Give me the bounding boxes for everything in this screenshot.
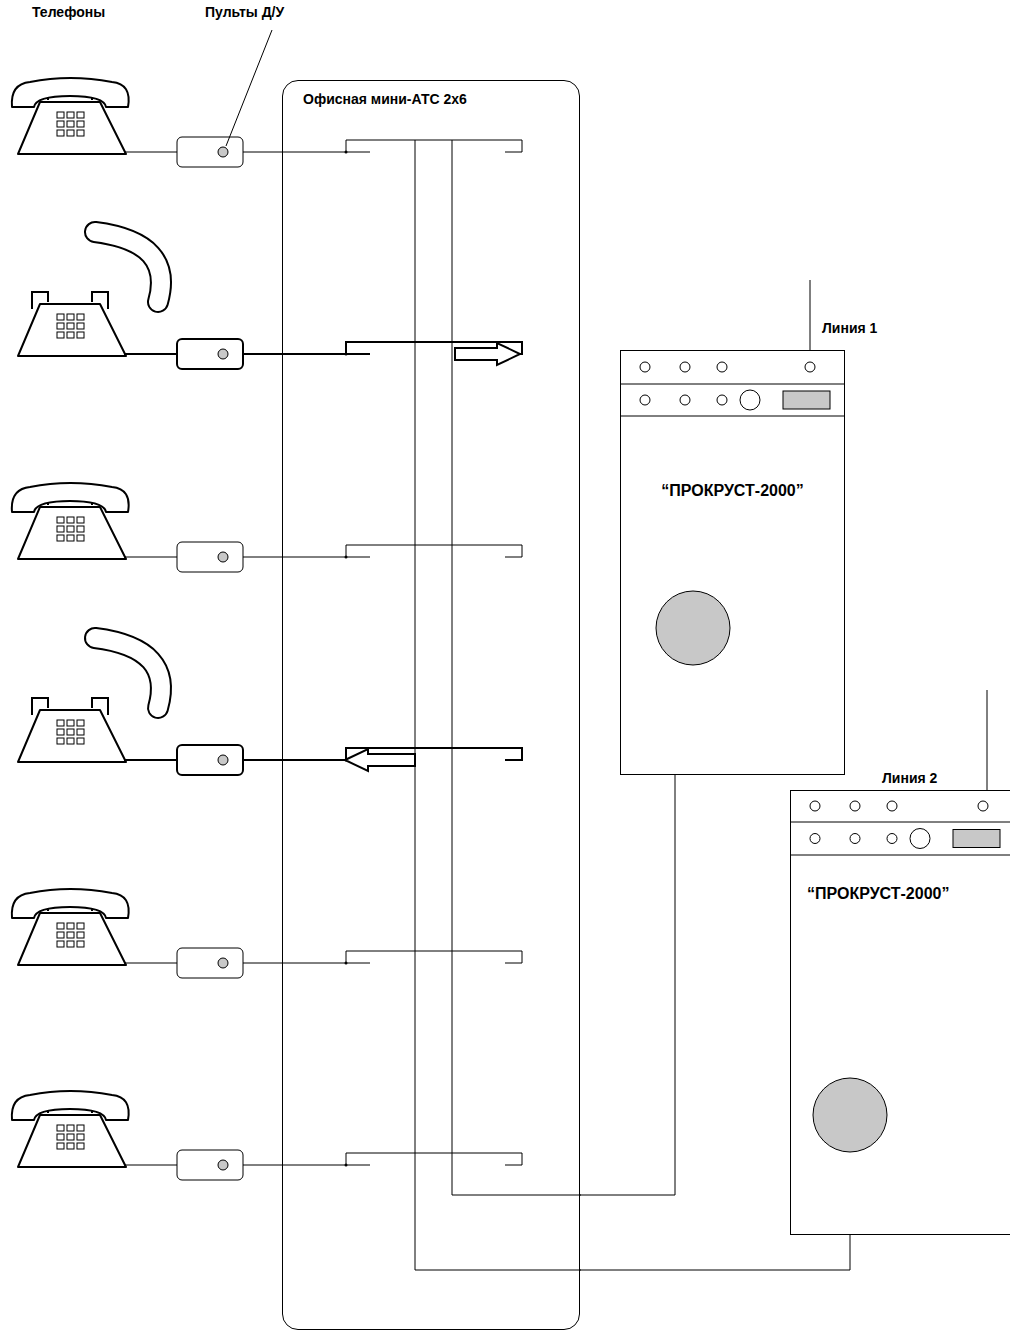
line-wire (810, 280, 811, 350)
caption-label: Телефоны (30, 4, 107, 20)
device-panel (790, 690, 1010, 1152)
phone-wire (124, 759, 177, 761)
junction-dot (345, 353, 348, 356)
speaker (656, 591, 730, 665)
bus-line (452, 140, 453, 1195)
bus-line (415, 1270, 581, 1271)
telephone-icon (12, 889, 129, 965)
remote-button (218, 1160, 228, 1170)
remote-button (218, 552, 228, 562)
telephone-icon (18, 638, 161, 762)
remote-control (177, 745, 243, 775)
line-wire (987, 690, 988, 790)
switch-port (346, 1153, 522, 1165)
switch-port (346, 951, 522, 963)
phone-wire (243, 1165, 346, 1166)
phone-wire (124, 152, 177, 153)
phone-wire (124, 963, 177, 964)
caption-label: Пульты Д/У (203, 4, 286, 20)
remote-button (218, 958, 228, 968)
phone-wire (243, 759, 346, 761)
junction-dot (345, 556, 348, 559)
switch-port (346, 140, 522, 152)
remote-control (177, 137, 243, 167)
telephone-icon (12, 78, 129, 154)
device-box: “ПРОКРУСТ-2000” (620, 350, 845, 775)
switch-port (346, 545, 522, 557)
remote-control (177, 339, 243, 369)
bus-line (415, 140, 416, 1270)
telephone-icon (12, 483, 129, 559)
phone-wire (124, 353, 177, 355)
remote-button (218, 147, 228, 157)
telephone-icon (18, 232, 161, 356)
phone-wire (124, 557, 177, 558)
connector-wire (580, 775, 675, 1195)
leader-line (226, 30, 272, 146)
remote-button (218, 349, 228, 359)
junction-dot (345, 151, 348, 154)
remote-button (218, 755, 228, 765)
phone-wire (243, 353, 346, 355)
junction-dot (345, 962, 348, 965)
phone-wire (243, 152, 346, 153)
pbx-box: Офисная мини-АТС 2х6 (282, 80, 580, 1330)
device-box: “ПРОКРУСТ-2000” (790, 790, 1010, 1235)
node-title: “ПРОКРУСТ-2000” (807, 885, 949, 903)
telephone-icon (12, 1091, 129, 1167)
remote-control (177, 542, 243, 572)
phone-wire (243, 557, 346, 558)
bus-line (452, 1195, 581, 1196)
node-title: “ПРОКРУСТ-2000” (661, 482, 803, 500)
junction-dot (345, 1164, 348, 1167)
phone-wire (124, 1165, 177, 1166)
phone-wire (243, 963, 346, 964)
device-panel (620, 280, 845, 665)
remote-control (177, 1150, 243, 1180)
speaker (813, 1078, 887, 1152)
connection-arrow (345, 749, 415, 771)
line-label: Линия 1 (820, 320, 879, 336)
connection-arrow (455, 343, 520, 365)
remote-control (177, 948, 243, 978)
line-label: Линия 2 (880, 770, 939, 786)
connector-wire (580, 1235, 850, 1270)
node-title: Офисная мини-АТС 2х6 (303, 91, 467, 107)
